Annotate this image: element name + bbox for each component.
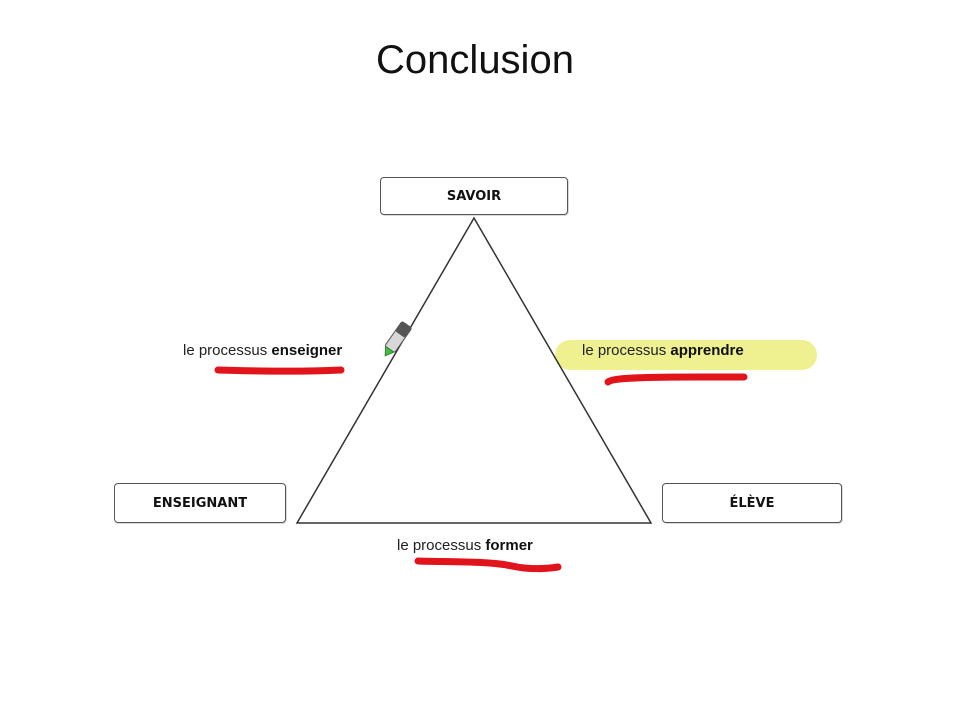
underline-apprendre bbox=[604, 373, 748, 386]
node-savoir: SAVOIR bbox=[380, 177, 568, 215]
process-verb: former bbox=[485, 537, 533, 554]
process-prefix: le processus bbox=[582, 342, 671, 359]
node-enseignant-label: ENSEIGNANT bbox=[152, 495, 248, 511]
underline-enseigner bbox=[214, 366, 345, 375]
slide-title: Conclusion bbox=[376, 38, 574, 82]
node-savoir-label: SAVOIR bbox=[446, 188, 502, 204]
underline-former bbox=[414, 557, 562, 573]
process-verb: enseigner bbox=[271, 342, 343, 359]
node-eleve: ÉLÈVE bbox=[662, 483, 842, 523]
node-enseignant: ENSEIGNANT bbox=[114, 483, 286, 523]
process-prefix: le processus bbox=[183, 342, 272, 359]
didactic-triangle bbox=[295, 216, 653, 524]
process-prefix: le processus bbox=[397, 537, 486, 554]
label-process-former: le processus former bbox=[397, 537, 533, 554]
label-process-apprendre: le processus apprendre bbox=[582, 342, 744, 359]
process-verb: apprendre bbox=[670, 342, 744, 359]
label-process-enseigner: le processus enseigner bbox=[183, 342, 342, 359]
highlighter-pen-icon bbox=[384, 321, 412, 357]
node-eleve-label: ÉLÈVE bbox=[729, 495, 775, 511]
